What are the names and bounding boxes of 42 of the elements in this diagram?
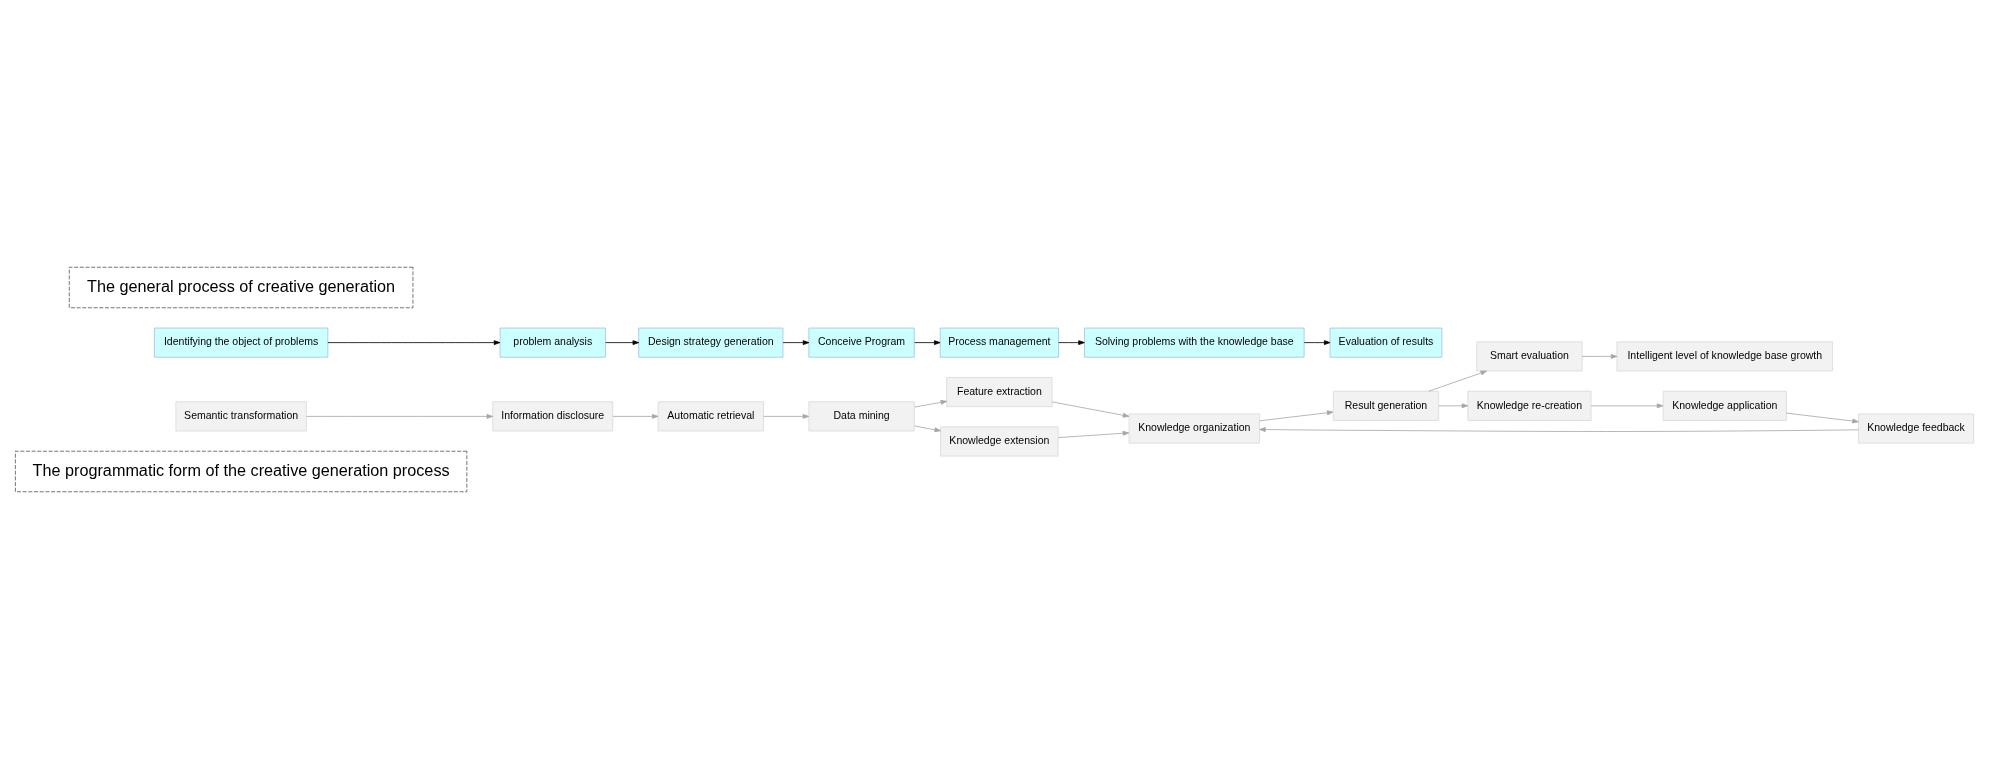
node-box: Information disclosure	[492, 401, 614, 432]
arrow	[1051, 401, 1130, 418]
arrow	[763, 414, 810, 419]
arrow	[306, 414, 494, 419]
node-box: Conceive Program	[808, 327, 915, 358]
node-box: Evaluation of results	[1329, 327, 1443, 358]
arrow	[1259, 410, 1334, 422]
node-box: Identifying the object of problems	[154, 327, 329, 358]
arrow	[914, 399, 948, 408]
arrow	[1058, 340, 1085, 345]
arrow	[1581, 354, 1618, 359]
node-box: Knowledge application	[1662, 390, 1787, 421]
node-box: Result generation	[1332, 390, 1440, 421]
node-box: Solving problems with the knowledge base	[1084, 327, 1305, 358]
arrow	[605, 340, 640, 345]
arrow	[1057, 430, 1130, 438]
node-box: Semantic transformation	[175, 401, 307, 432]
node-box: problem analysis	[499, 327, 606, 358]
arrow	[782, 340, 810, 345]
arrow	[1428, 370, 1488, 392]
node-box: Knowledge re-creation	[1467, 390, 1592, 421]
arrow	[1785, 412, 1859, 424]
node-box: Smart evaluation	[1476, 341, 1583, 372]
arrow	[612, 414, 659, 419]
arrow	[914, 340, 941, 345]
node-box: Feature extraction	[946, 377, 1053, 408]
node-box: Knowledge extension	[940, 426, 1059, 457]
node-box: Knowledge organization	[1128, 413, 1260, 444]
node-box: Knowledge feedback	[1858, 413, 1975, 444]
node-box: Automatic retrieval	[657, 401, 764, 432]
node-box: Process management	[939, 327, 1059, 358]
node-box: Intelligent level of knowledge base growth	[1616, 341, 1833, 372]
arrow	[1259, 427, 1859, 432]
node-box: The programmatic form of the creative generation process	[14, 450, 468, 493]
arrow	[1590, 403, 1664, 409]
node-box: Data mining	[808, 401, 915, 432]
arrow	[1438, 403, 1469, 409]
node-box: The general process of creative generation	[68, 266, 414, 309]
arrow	[914, 425, 941, 433]
arrow	[327, 340, 501, 345]
arrow	[1303, 340, 1331, 345]
node-box: Design strategy generation	[638, 327, 784, 358]
